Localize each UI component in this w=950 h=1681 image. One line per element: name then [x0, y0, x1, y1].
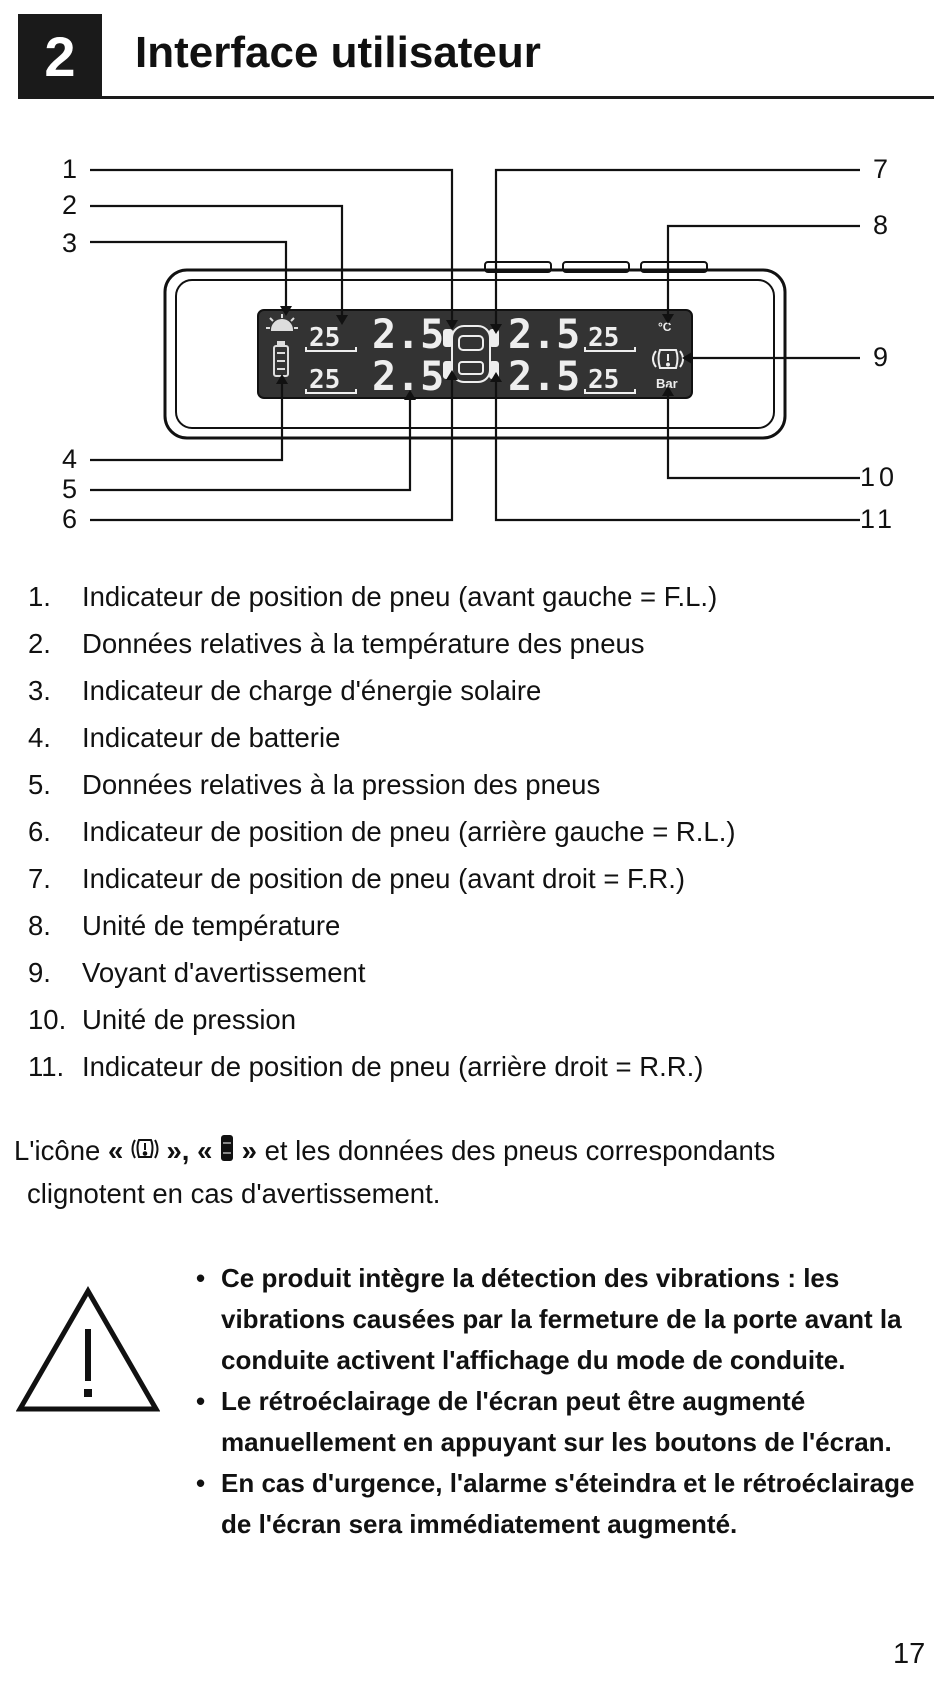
title-divider — [18, 96, 934, 99]
temp-rr-readout: 25 — [588, 365, 619, 395]
list-item: 6.Indicateur de position de pneu (arrièr… — [28, 816, 736, 847]
callout-10: 10 — [860, 462, 899, 492]
pressure-fl-readout: 2.5 — [372, 312, 444, 358]
callout-3: 3 — [62, 228, 78, 258]
leader-lines — [90, 168, 860, 522]
list-item: 10.Unité de pression — [28, 1004, 297, 1035]
list-item: 8.Unité de température — [28, 910, 341, 941]
feature-list: 1.Indicateur de position de pneu (avant … — [28, 573, 928, 1090]
caution-triangle-icon — [16, 1285, 160, 1412]
pressure-unit-label: Bar — [656, 376, 678, 391]
callout-4: 4 — [62, 444, 78, 474]
temp-unit-label: °C — [658, 320, 672, 334]
list-item: 5.Données relatives à la pression des pn… — [28, 769, 601, 800]
callout-6: 6 — [62, 504, 78, 534]
page-number: 17 — [893, 1638, 926, 1670]
list-item: 9.Voyant d'avertissement — [28, 957, 366, 988]
warning-bullets: Ce produit intègre la détection des vibr… — [196, 1258, 931, 1545]
device-body — [163, 261, 787, 440]
tire-icon — [220, 1132, 234, 1173]
pressure-rr-readout: 2.5 — [508, 354, 580, 400]
list-item: Le rétroéclairage de l'écran peut être a… — [196, 1381, 931, 1463]
wheel-fl-icon — [443, 329, 453, 347]
warning-note: L'icône « », « » et les données des pneu… — [14, 1130, 934, 1214]
temp-brackets — [305, 347, 636, 394]
tpms-display-illustration: 25 2.5 25 2.5 2.5 25 2.5 25 °C — [90, 168, 860, 522]
callout-9: 9 — [873, 342, 889, 372]
callout-1: 1 — [62, 154, 78, 184]
warning-icon — [652, 349, 684, 369]
temp-fr-readout: 25 — [588, 323, 619, 353]
callout-5: 5 — [62, 474, 78, 504]
list-item: Ce produit intègre la détection des vibr… — [196, 1258, 931, 1381]
callout-2: 2 — [62, 190, 78, 220]
list-item: 4.Indicateur de batterie — [28, 722, 341, 753]
device-diagram: 25 2.5 25 2.5 2.5 25 2.5 25 °C — [0, 150, 950, 540]
list-item: 1.Indicateur de position de pneu (avant … — [28, 581, 718, 612]
list-item: 11.Indicateur de position de pneu (arriè… — [28, 1051, 704, 1082]
list-item: 3.Indicateur de charge d'énergie solaire — [28, 675, 542, 706]
leader-arrows — [276, 306, 692, 400]
callout-7: 7 — [873, 154, 889, 184]
temp-fl-readout: 25 — [309, 323, 340, 353]
solar-charge-icon — [266, 314, 298, 331]
pressure-fr-readout: 2.5 — [508, 312, 580, 358]
page-title: Interface utilisateur — [135, 28, 541, 77]
temp-rl-readout: 25 — [309, 365, 340, 395]
section-number: 2 — [18, 14, 102, 98]
callout-8: 8 — [873, 210, 889, 240]
warning-light-icon — [131, 1132, 159, 1173]
list-item: 7.Indicateur de position de pneu (avant … — [28, 863, 686, 894]
list-item: En cas d'urgence, l'alarme s'éteindra et… — [196, 1463, 931, 1545]
callout-11: 11 — [860, 504, 897, 534]
battery-icon — [273, 341, 289, 377]
pressure-rl-readout: 2.5 — [372, 354, 444, 400]
list-item: 2.Données relatives à la température des… — [28, 628, 645, 659]
